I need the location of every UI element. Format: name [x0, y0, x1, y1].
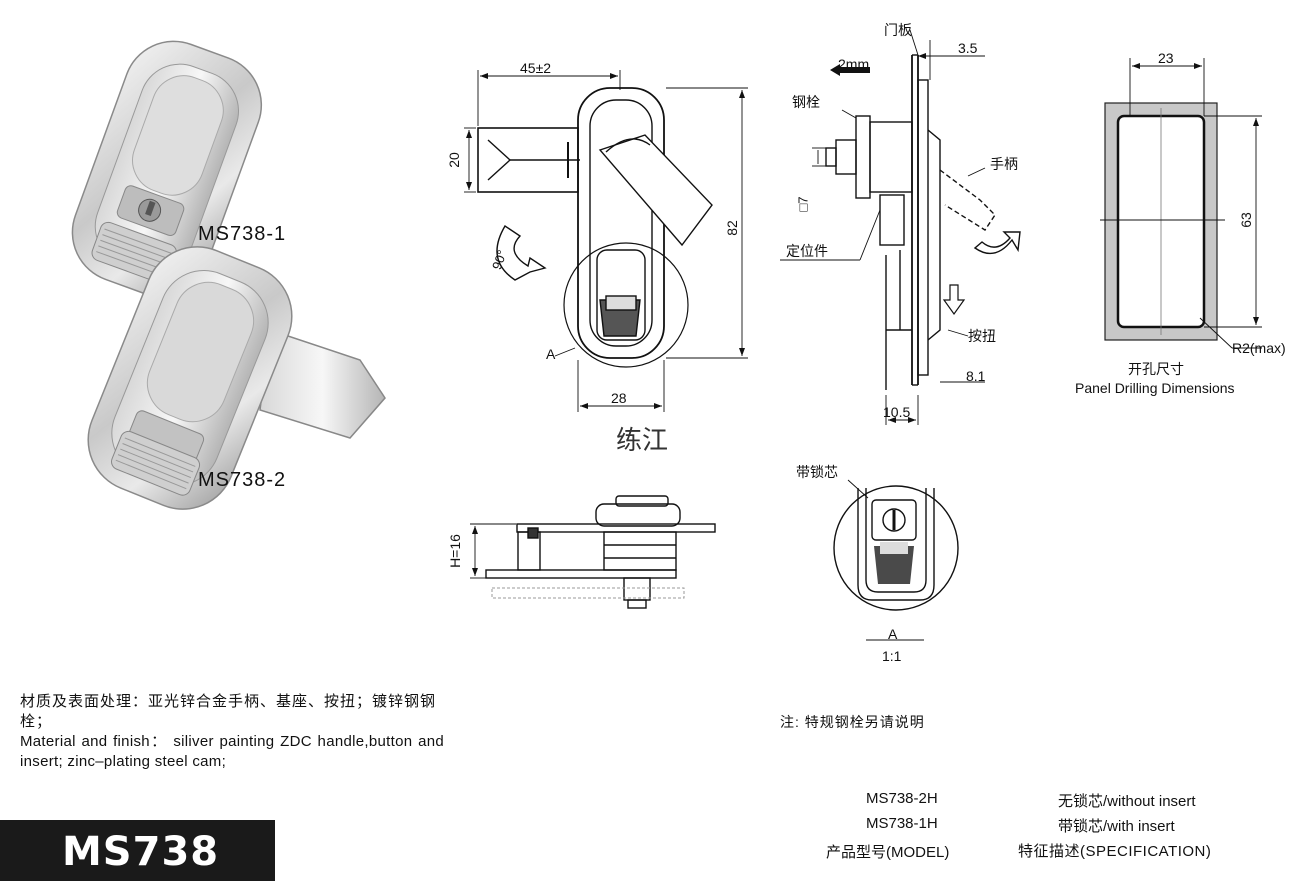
spec-row-1-desc: 无锁芯/without insert	[1058, 793, 1196, 810]
cutout-title-zh: 开孔尺寸	[1128, 361, 1184, 377]
cutout-dim-width: 23	[1158, 50, 1174, 66]
dim-2mm: 2mm	[838, 56, 870, 72]
dim-8-1: 8.1	[966, 368, 986, 384]
brand-text: 练江	[616, 426, 669, 456]
label-steel-cam: 钢栓	[792, 94, 820, 110]
banner-title: MS738	[62, 829, 220, 875]
dim-square-7: □7	[795, 196, 811, 212]
detail-scale: 1:1	[882, 648, 902, 664]
label-with-core: 带锁芯	[796, 464, 838, 480]
spec-row-2-desc: 带锁芯/with insert	[1058, 818, 1175, 835]
rotation-arrow-side-icon	[973, 231, 1021, 255]
cutout-radius: R2(max)	[1232, 340, 1286, 356]
label-button: 按扭	[968, 328, 996, 344]
spec-row-2-model: MS738-1H	[866, 815, 938, 832]
dim-h-16: H=16	[446, 534, 463, 568]
label-locator: 定位件	[786, 243, 828, 259]
spec-header-model: 产品型号(MODEL)	[826, 844, 950, 861]
handle-photo-2	[87, 246, 386, 510]
special-note: 注: 特规钢栓另请说明	[780, 714, 925, 730]
product-model-2: MS738-2	[198, 469, 287, 491]
model-banner: MS738	[0, 820, 275, 881]
dim-cam-width: 20	[445, 152, 462, 168]
detail-label-a: A	[888, 626, 898, 642]
dim-width-top: 45±2	[520, 60, 552, 76]
rotation-arrow-icon	[496, 225, 547, 281]
handle-photo-1	[71, 40, 263, 297]
material-zh: 材质及表面处理：亚光锌合金手柄、基座、按扭；镀锌钢钢栓；	[20, 693, 437, 730]
section-label-a: A	[546, 346, 556, 362]
dim-3-5: 3.5	[958, 40, 978, 56]
cutout-dim-height: 63	[1237, 212, 1254, 228]
label-handle: 手柄	[990, 156, 1018, 172]
press-arrow-icon	[942, 284, 966, 316]
product-model-1: MS738-1	[198, 223, 287, 245]
material-en: Material and finish： siliver painting ZD…	[20, 733, 444, 770]
label-door-panel: 门板	[884, 22, 912, 38]
cutout-title-en: Panel Drilling Dimensions	[1075, 380, 1235, 396]
material-description: 材质及表面处理：亚光锌合金手柄、基座、按扭；镀锌钢钢栓； Material an…	[20, 692, 444, 772]
dim-height: 82	[723, 220, 740, 236]
dim-10-5: 10.5	[883, 404, 911, 420]
spec-row-1-model: MS738-2H	[866, 790, 938, 807]
dim-bottom-width: 28	[611, 390, 627, 406]
spec-header-desc: 特征描述(SPECIFICATION)	[1018, 843, 1212, 860]
